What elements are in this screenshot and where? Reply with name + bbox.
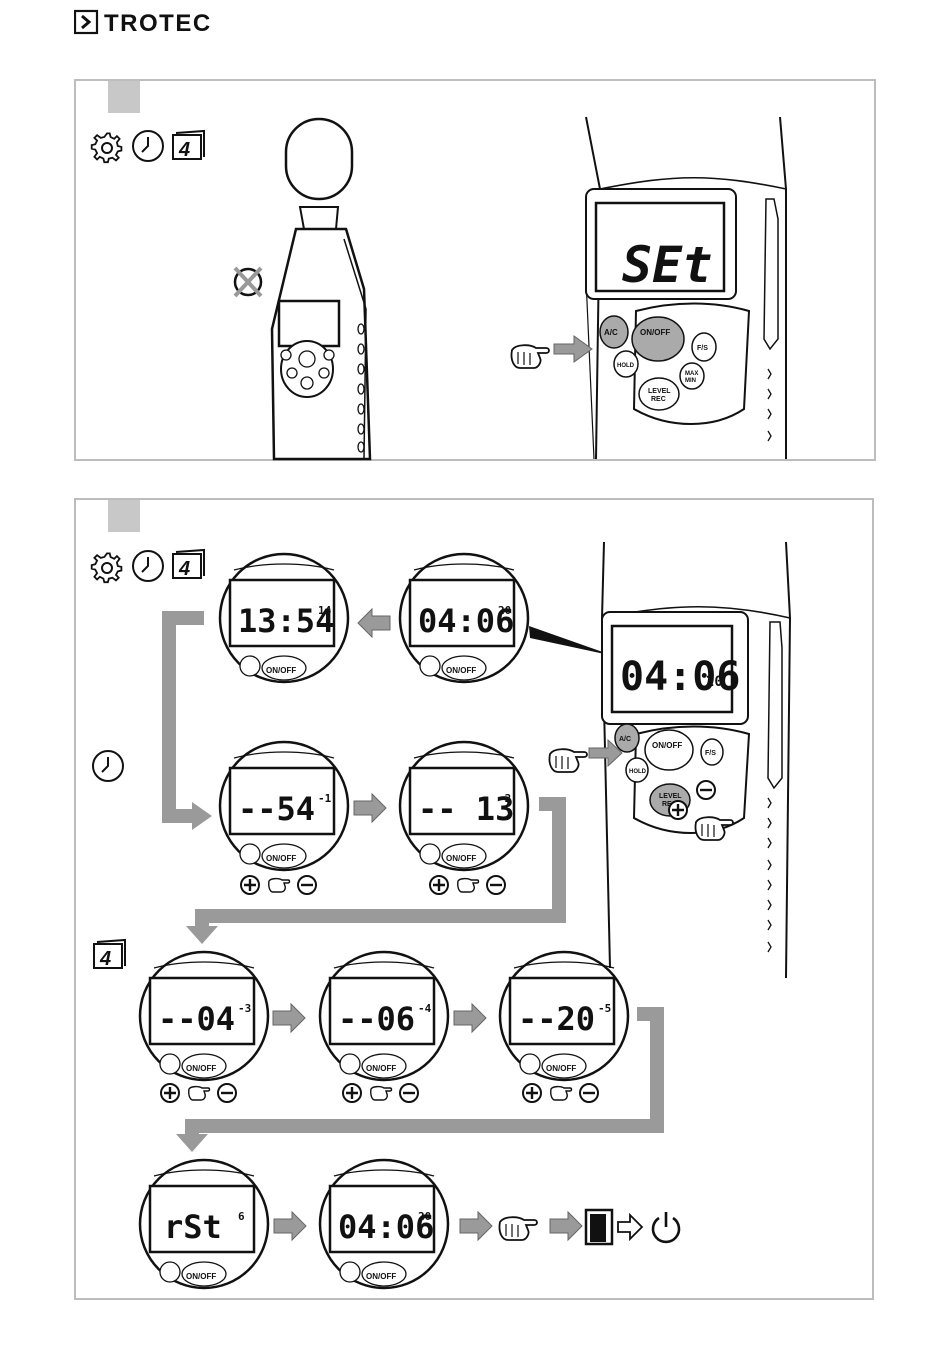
svg-text:ON/OFF: ON/OFF <box>640 328 670 337</box>
svg-text:-2: -2 <box>498 792 511 805</box>
step-display-5: --04 -3 ON/OFF <box>140 952 268 1080</box>
arrow-right-icon <box>554 336 592 362</box>
svg-text:4: 4 <box>178 139 190 161</box>
flow-arrowhead <box>192 802 212 830</box>
svg-text:4: 4 <box>178 558 190 580</box>
step-display-6: --06 -4 ON/OFF <box>320 952 448 1080</box>
hold-button: HOLD <box>626 758 648 782</box>
power-off-icon <box>235 268 261 296</box>
flow-arrowhead <box>176 1134 208 1152</box>
step-display-9: 04:06 20 ON/OFF <box>320 1160 448 1288</box>
svg-text:ON/OFF: ON/OFF <box>446 666 476 675</box>
calendar-icon: 4 <box>173 550 204 580</box>
arrow-outline-icon <box>618 1215 642 1239</box>
flow-arrow <box>169 618 204 816</box>
svg-text:ON/OFF: ON/OFF <box>652 741 682 750</box>
step-display-2: 04:06 20 ON/OFF <box>400 554 528 682</box>
svg-text:ON/OFF: ON/OFF <box>446 854 476 863</box>
step-display-8: rSt 6 ON/OFF <box>140 1160 268 1288</box>
sound-level-meter-large: SEt A/C ON/OFF F/S HOLD MAX MIN LEVEL RE… <box>586 117 786 459</box>
svg-text:REC: REC <box>651 396 666 403</box>
panel-1-illustration: 4 SEt A/C <box>74 79 876 461</box>
sound-level-meter-small <box>272 119 370 459</box>
svg-text:--06: --06 <box>338 1000 415 1038</box>
brand-name: TROTEC <box>104 10 212 36</box>
level-rec-button: LEVEL REC <box>639 378 679 410</box>
step-display-3: --54 -1 ON/OFF <box>220 742 348 870</box>
gear-icon <box>92 553 122 582</box>
pointing-hand-icon <box>511 345 549 368</box>
arrow-left-icon <box>358 609 390 637</box>
arrow-right-icon <box>354 794 386 822</box>
onoff-button: ON/OFF <box>632 317 684 361</box>
pointing-hand-icon <box>499 1217 537 1240</box>
svg-text:MIN: MIN <box>685 378 696 384</box>
svg-text:4: 4 <box>99 948 111 970</box>
clock-icon <box>93 751 123 781</box>
svg-text:A/C: A/C <box>619 736 631 743</box>
svg-text:HOLD: HOLD <box>629 769 647 775</box>
pointing-hand-icon <box>549 749 587 772</box>
step-display-4: -- 13 -2 ON/OFF <box>400 742 528 870</box>
onoff-button: ON/OFF <box>645 730 693 770</box>
clock-icon <box>133 551 163 581</box>
gear-icon <box>92 133 122 162</box>
arrow-right-icon <box>454 1004 486 1032</box>
brand-logo: TROTEC <box>74 8 274 36</box>
svg-text:14: 14 <box>318 604 332 617</box>
svg-text:MAX: MAX <box>685 371 698 377</box>
svg-text:ON/OFF: ON/OFF <box>266 854 296 863</box>
svg-text:20: 20 <box>418 1210 431 1223</box>
svg-text:LEVEL: LEVEL <box>648 388 671 395</box>
arrow-right-icon <box>550 1212 582 1240</box>
svg-text:-1: -1 <box>318 792 332 805</box>
arrow-right-icon <box>274 1212 306 1240</box>
fs-button: F/S <box>692 333 716 361</box>
svg-text:20: 20 <box>706 674 723 690</box>
svg-text:F/S: F/S <box>697 345 708 352</box>
calendar-icon: 4 <box>94 940 125 970</box>
svg-text:ON/OFF: ON/OFF <box>266 666 296 675</box>
svg-text:--20: --20 <box>518 1000 595 1038</box>
arrow-right-icon <box>460 1212 492 1240</box>
svg-text:-3: -3 <box>238 1002 251 1015</box>
ac-button: A/C <box>615 724 639 752</box>
power-icon <box>653 1212 679 1242</box>
svg-text:ON/OFF: ON/OFF <box>186 1064 216 1073</box>
svg-text:-5: -5 <box>598 1002 611 1015</box>
svg-text:--54: --54 <box>238 790 315 828</box>
fs-button: F/S <box>701 739 723 765</box>
svg-text:ON/OFF: ON/OFF <box>366 1272 396 1281</box>
svg-text:-4: -4 <box>418 1002 432 1015</box>
svg-text:A/C: A/C <box>604 328 618 337</box>
step-display-1: 13:54 14 ON/OFF <box>220 554 348 682</box>
panel-2-illustration: 4 4 13:54 14 ON/OFF 04:06 20 ON/OFF --54… <box>74 498 874 1300</box>
exit-door-icon <box>586 1210 612 1244</box>
svg-text:6: 6 <box>238 1210 245 1223</box>
svg-text:20: 20 <box>498 604 511 617</box>
step-display-7: --20 -5 ON/OFF <box>500 952 628 1080</box>
svg-text:HOLD: HOLD <box>617 363 635 369</box>
svg-text:ON/OFF: ON/OFF <box>546 1064 576 1073</box>
svg-text:rSt: rSt <box>164 1208 222 1246</box>
arrow-right-icon <box>273 1004 305 1032</box>
svg-text:SEt: SEt <box>622 236 712 294</box>
calendar-icon: 4 <box>173 131 204 161</box>
sound-level-meter-large: 04:06 20 A/C ON/OFF F/S HOLD LEVEL REC <box>602 542 790 978</box>
svg-text:ON/OFF: ON/OFF <box>366 1064 396 1073</box>
flow-arrowhead <box>186 926 218 944</box>
hold-button: HOLD <box>614 351 638 377</box>
ac-button: A/C <box>600 316 628 348</box>
clock-icon <box>133 131 163 161</box>
svg-text:F/S: F/S <box>705 750 716 757</box>
svg-text:LEVEL: LEVEL <box>659 793 682 800</box>
svg-text:ON/OFF: ON/OFF <box>186 1272 216 1281</box>
maxmin-button: MAX MIN <box>680 363 704 389</box>
svg-text:--04: --04 <box>158 1000 235 1038</box>
